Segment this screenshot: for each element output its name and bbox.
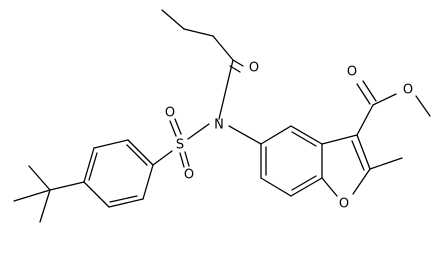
ring-inner-double-bond <box>88 152 98 181</box>
bond-ch2-carbonyl <box>212 35 234 61</box>
bond-ch2-ch2 <box>183 28 214 37</box>
ring-bond <box>83 181 110 208</box>
ring-bond <box>290 177 323 197</box>
ring-bond <box>93 139 129 149</box>
bond-s-o-bottom-b <box>184 151 190 167</box>
bond-ring-ester-c <box>356 104 374 136</box>
atom-label-sulfur: S <box>176 138 184 153</box>
bond-ester-co-a <box>356 83 371 105</box>
bond-o-methyl <box>415 95 431 117</box>
atom-label-sulfonyl-oxygen-bottom: O <box>184 168 194 183</box>
tert-butylphenyl-ring <box>83 139 154 208</box>
bond-methyl <box>13 189 51 202</box>
bond-s-aryl <box>152 150 173 166</box>
bond-s-o-top-b <box>174 118 182 135</box>
ring-bond <box>356 134 371 170</box>
ring-inner-double-bond <box>126 144 148 166</box>
atom-label-nitrogen: N <box>214 118 224 133</box>
bond-methyl <box>39 189 51 223</box>
bond-ester-co-b <box>362 80 377 102</box>
butanoyl-chain <box>161 9 244 120</box>
ring-bond <box>83 147 95 183</box>
bond-ring-quaternary-c <box>49 181 85 191</box>
bond-amide-co-a <box>232 59 244 67</box>
ring-inner-double-bond <box>291 131 317 147</box>
bond-methyl <box>28 165 51 191</box>
tert-butyl-group <box>13 165 85 223</box>
bond-n-s <box>187 123 210 140</box>
ring-bond <box>127 139 154 166</box>
bond-o-c7a <box>321 177 338 197</box>
atom-label-ester-carbonyl-oxygen: O <box>347 65 357 80</box>
bond-carbonyl-n <box>218 59 234 120</box>
ring-bond <box>142 164 154 200</box>
ring-bond <box>260 177 292 197</box>
bond-ester-c-o <box>372 93 397 106</box>
bond-n-aryl <box>228 125 262 145</box>
ring-bond <box>260 125 292 145</box>
ring-inner-double-bond <box>351 140 365 171</box>
ring-bond <box>108 198 144 208</box>
atom-label-ester-ether-oxygen: O <box>403 83 413 98</box>
bond-methyl <box>369 157 403 170</box>
furan-ring <box>321 134 403 197</box>
ring-bond <box>290 125 323 145</box>
sulfonyl-group <box>152 118 210 168</box>
bond-ch3-ch2 <box>161 9 185 30</box>
bond-s-o-bottom-a <box>179 152 185 168</box>
ring-inner-double-bond <box>109 195 138 203</box>
benzofuran-benzene-ring <box>260 125 323 197</box>
atom-label-amide-oxygen: O <box>249 61 259 76</box>
atom-label-sulfonyl-oxygen-top: O <box>165 106 175 121</box>
bond-c2-o <box>352 168 371 195</box>
bond-s-o-top-a <box>169 120 177 137</box>
ring-bond <box>321 134 358 145</box>
atom-label-furan-oxygen: O <box>339 197 349 212</box>
methyl-ester-group <box>356 80 431 136</box>
ring-inner-double-bond <box>291 175 317 191</box>
